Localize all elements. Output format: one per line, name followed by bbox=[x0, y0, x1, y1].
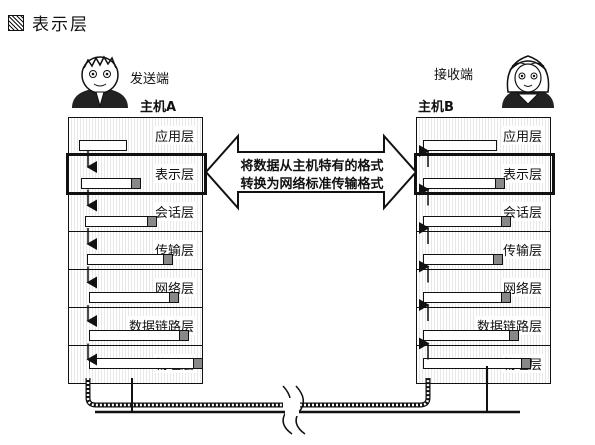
host-b-layer-1: 应用层 bbox=[417, 118, 550, 156]
host-a-layer-label: 表示层 bbox=[152, 164, 196, 183]
host-a-header-bar bbox=[85, 216, 157, 227]
sender-person-icon bbox=[72, 55, 128, 108]
host-b-header-tag bbox=[521, 359, 530, 368]
host-b-header-bar bbox=[423, 292, 511, 303]
host-a-header-tag bbox=[179, 331, 188, 340]
host-b-layer-label: 表示层 bbox=[500, 164, 544, 183]
receiver-person-icon bbox=[502, 55, 554, 108]
sender-host-label: 主机A bbox=[140, 100, 177, 115]
receiver-host-label: 主机B bbox=[418, 100, 454, 115]
host-b-layer-6: 数据链路层 bbox=[417, 308, 550, 346]
host-a-header-bar bbox=[81, 178, 141, 189]
host-a-header-tag bbox=[147, 217, 156, 226]
host-b-header-bar bbox=[423, 330, 519, 341]
host-b-layer-label: 网络层 bbox=[500, 278, 544, 297]
sender-role-label: 发送端 bbox=[130, 72, 170, 87]
conversion-line-1: 将数据从主机特有的格式 bbox=[240, 159, 384, 174]
host-b-layer-3: 会话层 bbox=[417, 194, 550, 232]
host-b-layer-label: 应用层 bbox=[500, 126, 544, 145]
receiver-cable bbox=[300, 378, 431, 408]
host-a-layer-6: 数据链路层 bbox=[69, 308, 202, 346]
conversion-line-2: 转换为网络标准传输格式 bbox=[240, 177, 384, 192]
host-a-header-tag bbox=[131, 179, 140, 188]
host-a-header-bar bbox=[87, 254, 173, 265]
host-b-layer-7: 物理层 bbox=[417, 346, 550, 383]
host-b-header-bar bbox=[423, 216, 511, 227]
host-a-layer-label: 应用层 bbox=[152, 126, 196, 145]
host-b-layer-4: 传输层 bbox=[417, 232, 550, 270]
host-b-header-tag bbox=[509, 331, 518, 340]
host-a-header-bar bbox=[89, 330, 189, 341]
host-b-header-tag bbox=[501, 217, 510, 226]
host-a-layer-stack: 应用层表示层会话层传输层网络层数据链路层物理层 bbox=[68, 117, 203, 384]
host-b-header-tag bbox=[495, 179, 504, 188]
host-a-header-tag bbox=[193, 359, 202, 368]
host-b-header-bar bbox=[423, 254, 503, 265]
sender-cable bbox=[85, 378, 283, 408]
host-b-layer-label: 会话层 bbox=[500, 202, 544, 221]
host-a-layer-5: 网络层 bbox=[69, 270, 202, 308]
host-b-header-bar bbox=[423, 358, 531, 369]
host-a-header-tag bbox=[163, 255, 172, 264]
host-b-header-tag bbox=[493, 255, 502, 264]
host-b-layer-2: 表示层 bbox=[417, 156, 550, 194]
title-marker-icon bbox=[8, 14, 24, 31]
figure-title: 表示层 bbox=[8, 10, 89, 35]
double-arrow-icon bbox=[204, 133, 418, 211]
host-a-header-tag bbox=[169, 293, 178, 302]
receiver-role-label: 接收端 bbox=[434, 68, 474, 83]
host-a-header-bar bbox=[79, 140, 127, 151]
host-a-layer-label: 会话层 bbox=[152, 202, 196, 221]
host-a-header-bar bbox=[89, 292, 179, 303]
title-text: 表示层 bbox=[32, 15, 89, 35]
conversion-description: 将数据从主机特有的格式 转换为网络标准传输格式 bbox=[222, 158, 402, 194]
host-a-layer-1: 应用层 bbox=[69, 118, 202, 156]
host-b-layer-5: 网络层 bbox=[417, 270, 550, 308]
host-b-layer-label: 传输层 bbox=[500, 240, 544, 259]
host-b-layer-stack: 应用层表示层会话层传输层网络层数据链路层物理层 bbox=[416, 117, 551, 384]
host-b-header-tag bbox=[501, 293, 510, 302]
